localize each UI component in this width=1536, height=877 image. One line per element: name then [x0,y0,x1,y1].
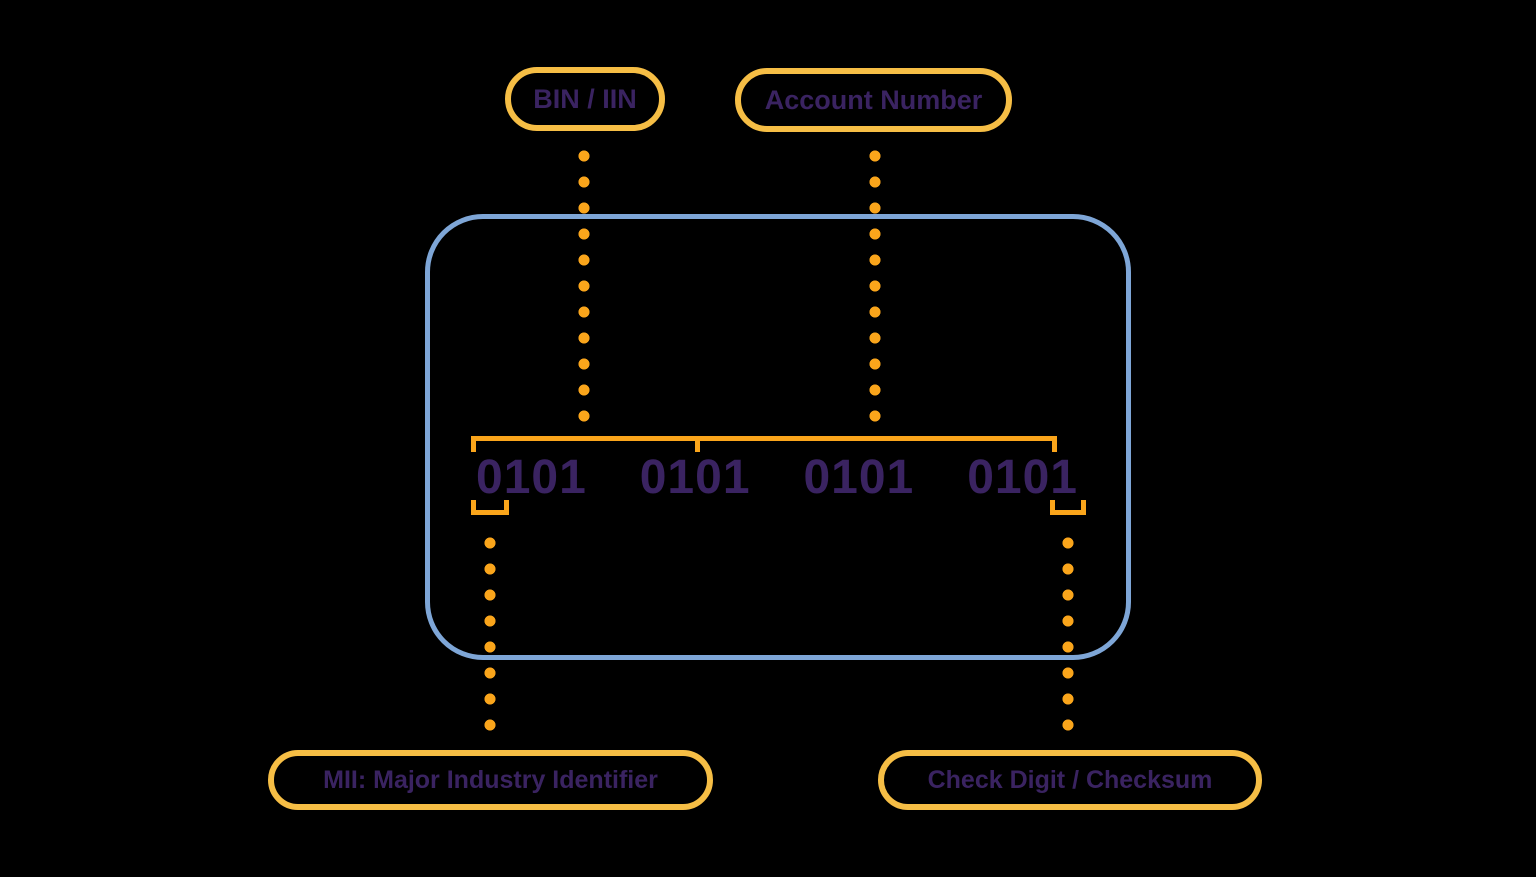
bin-iin-label: BIN / IIN [533,83,637,114]
check-dotted-connector [1062,537,1074,731]
card-number-digits: 0101 0101 0101 0101 [476,451,1078,505]
digit-group-3: 0101 [803,451,915,504]
mii-dotted-connector [484,537,496,731]
payment-card-outline [425,214,1131,660]
digit-group-1: 0101 [476,451,587,504]
bin-iin-label-pill: BIN / IIN [505,67,665,131]
check-digit-label-pill: Check Digit / Checksum [878,750,1262,810]
mii-label-pill: MII: Major Industry Identifier [268,750,713,810]
bin-account-divider-tick [695,441,700,452]
mii-label: MII: Major Industry Identifier [323,765,658,794]
number-span-bracket [471,436,1057,452]
digit-group-2: 0101 [639,451,751,504]
account-number-label-pill: Account Number [735,68,1012,132]
check-digit-bracket [1050,500,1086,515]
check-digit-label: Check Digit / Checksum [927,765,1213,794]
account-number-label: Account Number [764,84,983,115]
digit-group-4: 0101 [967,451,1078,504]
mii-digit-bracket [471,500,509,515]
